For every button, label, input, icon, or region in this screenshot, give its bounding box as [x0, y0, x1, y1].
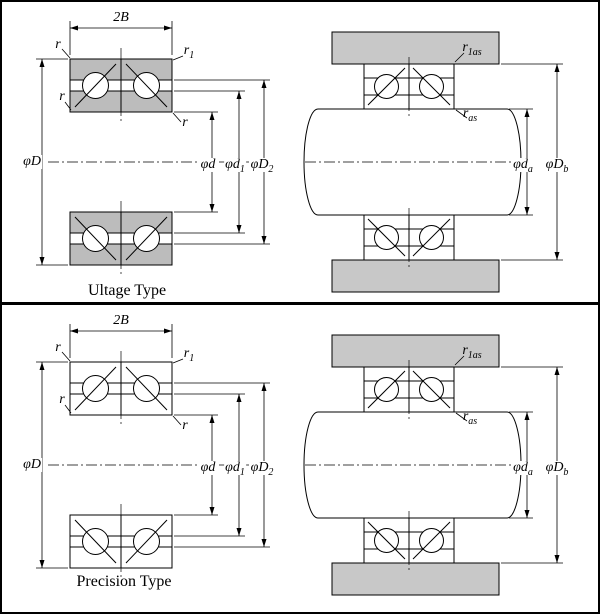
dim-label-r1as: r1as	[462, 40, 482, 58]
dim-label-ras: ras	[462, 106, 478, 124]
dim-label-r-inner-right: r	[182, 418, 188, 433]
cross-section-diagram	[36, 21, 276, 276]
dim-label-Db: φDb	[544, 157, 570, 175]
dim-label-r-inner-left: r	[59, 392, 65, 407]
dim-label-D: φD	[22, 457, 42, 472]
panel-caption: Ultage Type	[87, 282, 167, 299]
dim-label-r-top-left: r	[55, 37, 61, 52]
dim-label-d1: φd1	[224, 157, 246, 175]
dim-label-2B: 2B	[113, 10, 129, 25]
dim-label-da: φda	[512, 157, 534, 175]
mounting-diagram	[303, 334, 563, 596]
dim-D	[36, 361, 68, 569]
dim-label-r1: r1	[183, 346, 195, 364]
panel-precision: 2B r r1 r r φD φd φd1 φD2 r1as ras φda φ…	[2, 305, 598, 612]
dim-label-da: φda	[512, 460, 534, 478]
dim-label-r-inner-left: r	[59, 89, 65, 104]
cross-section-diagram	[36, 324, 276, 579]
dim-label-Db: φDb	[544, 460, 570, 478]
dim-2B	[69, 324, 173, 358]
housing-block	[331, 334, 500, 368]
dim-label-D2: φD2	[249, 157, 275, 175]
dim-D	[36, 58, 68, 266]
dim-label-r1as: r1as	[462, 343, 482, 361]
housing-block	[331, 562, 500, 596]
dim-label-ras: ras	[462, 409, 478, 427]
panel-caption: Precision Type	[76, 573, 172, 590]
dim-label-D2: φD2	[249, 460, 275, 478]
dim-2B	[69, 21, 173, 55]
housing-block	[331, 31, 500, 65]
dim-label-d: φd	[199, 157, 217, 172]
dim-label-d: φd	[199, 460, 217, 475]
dim-label-r1: r1	[183, 43, 195, 61]
dim-label-r-inner-right: r	[182, 115, 188, 130]
precision-drawing	[36, 324, 563, 596]
ultage-drawing	[36, 21, 563, 293]
mounting-diagram	[303, 31, 563, 293]
panel-ultage: 2B r r1 r r φD φd φd1 φD2 r1as ras φda φ…	[2, 2, 598, 305]
dim-label-D: φD	[22, 154, 42, 169]
dim-label-2B: 2B	[113, 313, 129, 328]
housing-block	[331, 259, 500, 293]
dim-label-r-top-left: r	[55, 340, 61, 355]
dim-label-d1: φd1	[224, 460, 246, 478]
